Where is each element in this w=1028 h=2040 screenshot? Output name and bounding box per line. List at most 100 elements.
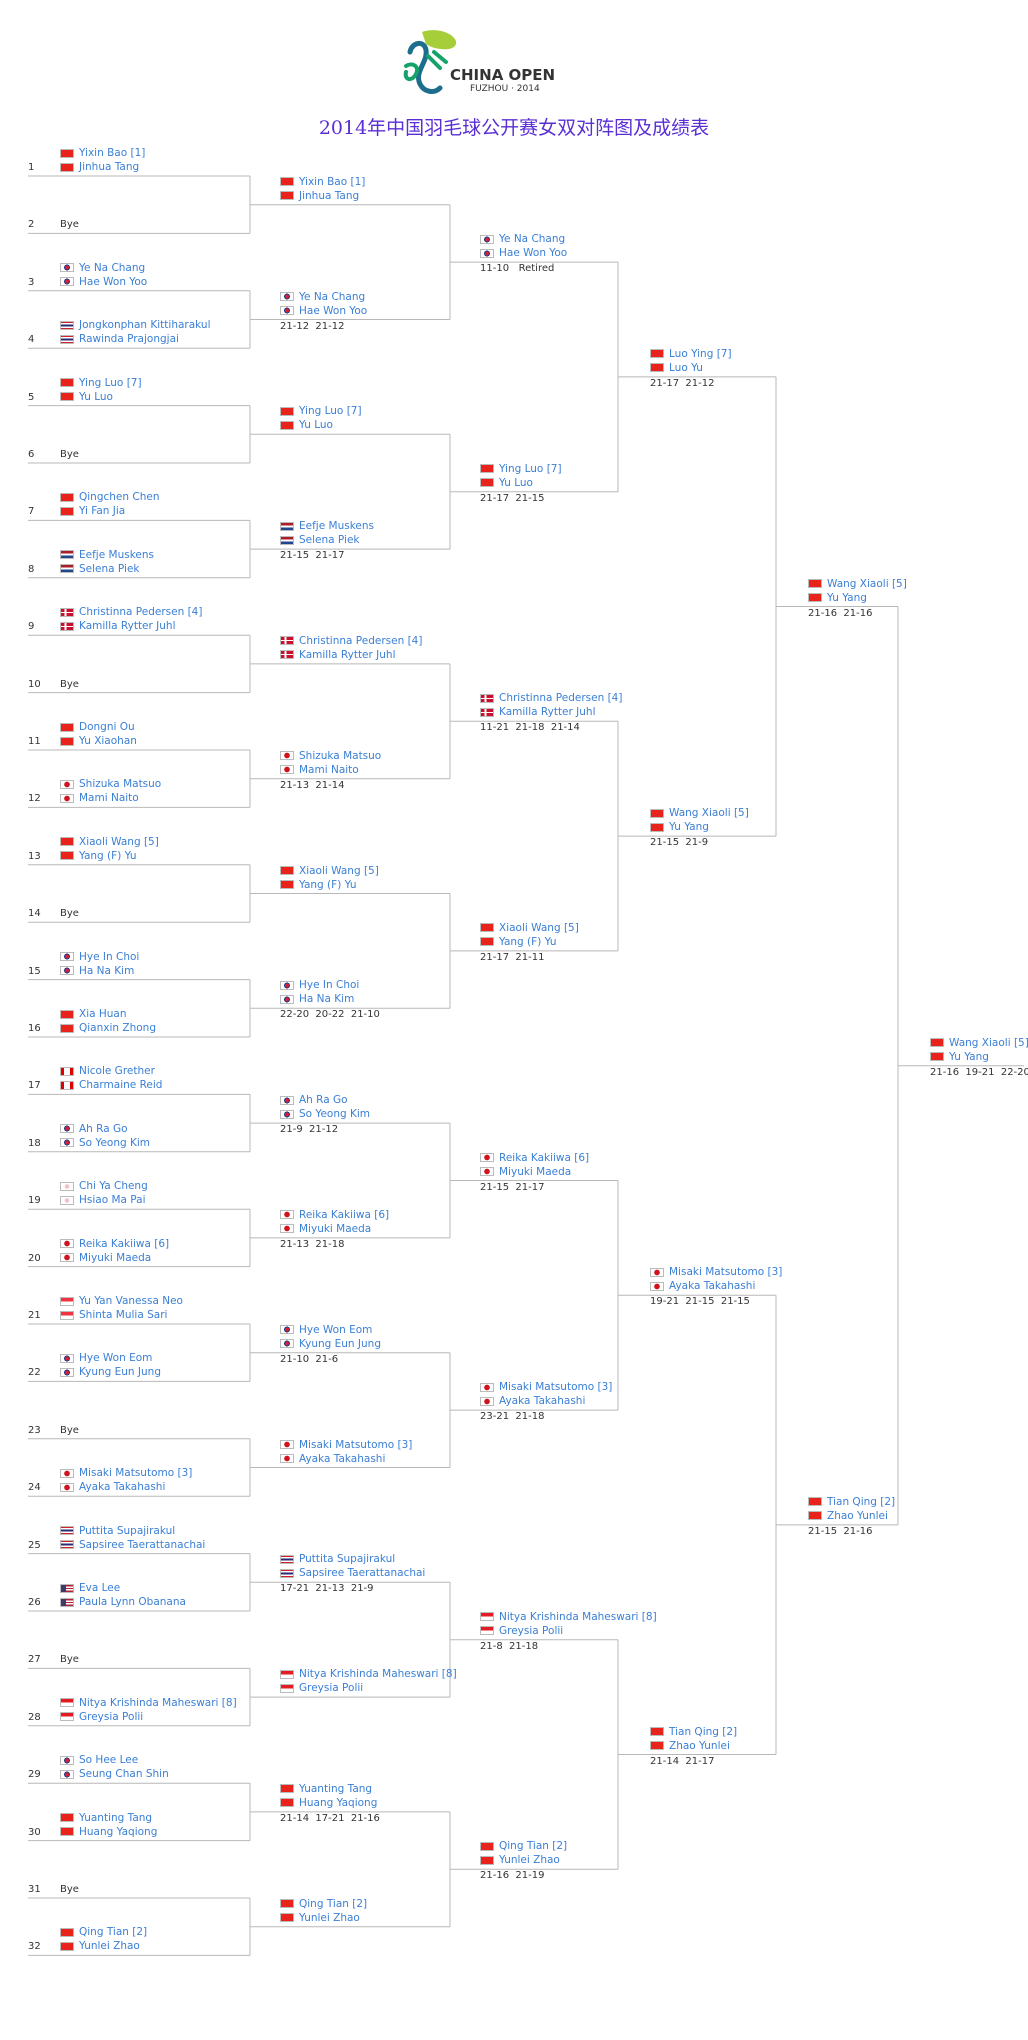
player1-name[interactable]: Xiaoli Wang [5]	[499, 921, 579, 934]
player2-name[interactable]: Sapsiree Taerattanachai	[299, 1567, 426, 1580]
player1-name[interactable]: Ying Luo [7]	[79, 376, 142, 389]
player1-name[interactable]: Xiaoli Wang [5]	[299, 864, 379, 877]
pair-slot[interactable]: Qing Tian [2]Yunlei Zhao	[60, 1925, 147, 1953]
player1-name[interactable]: Nitya Krishinda Maheswari [8]	[499, 1610, 657, 1623]
player2-name[interactable]: Ha Na Kim	[79, 964, 135, 977]
player1-name[interactable]: Qing Tian [2]	[299, 1897, 368, 1910]
player2-name[interactable]: Greysia Polii	[79, 1710, 144, 1723]
player1-name[interactable]: Yuanting Tang	[79, 1811, 153, 1824]
player1-name[interactable]: Shizuka Matsuo	[299, 749, 382, 762]
player2-name[interactable]: Yu Yang	[827, 591, 867, 604]
player2-name[interactable]: Qianxin Zhong	[79, 1022, 156, 1034]
player2-name[interactable]: Hae Won Yoo	[79, 275, 148, 288]
player1-name[interactable]: Hye Won Eom	[79, 1352, 153, 1365]
player1-name[interactable]: Yuanting Tang	[299, 1782, 373, 1795]
player1-name[interactable]: Misaki Matsutomo [3]	[499, 1381, 613, 1394]
pair-slot[interactable]: Xiaoli Wang [5]Yang (F) Yu	[280, 864, 379, 892]
player2-name[interactable]: Yunlei Zhao	[299, 1911, 360, 1924]
pair-slot[interactable]: Christinna Pedersen [4]Kamilla Rytter Ju…	[280, 634, 422, 662]
pair-slot[interactable]: Xiaoli Wang [5]Yang (F) Yu	[60, 835, 159, 863]
player2-name[interactable]: Selena Piek	[299, 534, 360, 547]
player1-name[interactable]: Nitya Krishinda Maheswari [8]	[79, 1696, 237, 1709]
player2-name[interactable]: Mami Naito	[299, 763, 359, 776]
pair-slot[interactable]: Ying Luo [7]Yu Luo	[280, 404, 362, 432]
player2-name[interactable]: Yi Fan Jia	[79, 505, 126, 518]
player1-name[interactable]: Eva Lee	[79, 1582, 121, 1594]
player2-name[interactable]: Kamilla Rytter Juhl	[79, 620, 176, 633]
pair-slot[interactable]: Yixin Bao [1]Jinhua Tang	[60, 146, 145, 174]
player2-name[interactable]: Yu Yang	[949, 1050, 989, 1063]
player1-name[interactable]: Misaki Matsutomo [3]	[79, 1467, 193, 1480]
player1-name[interactable]: Ah Ra Go	[299, 1094, 348, 1107]
player1-name[interactable]: Hye In Choi	[299, 979, 360, 992]
pair-slot[interactable]: Qing Tian [2]Yunlei Zhao	[280, 1897, 367, 1925]
player1-name[interactable]: Yu Yan Vanessa Neo	[79, 1295, 183, 1307]
player2-name[interactable]: Miyuki Maeda	[299, 1222, 372, 1235]
player2-name[interactable]: Zhao Yunlei	[669, 1739, 730, 1752]
player2-name[interactable]: Mami Naito	[79, 792, 139, 805]
player2-name[interactable]: Yang (F) Yu	[499, 935, 557, 948]
player2-name[interactable]: Yu Luo	[499, 476, 533, 489]
player1-name[interactable]: Luo Ying [7]	[669, 347, 732, 360]
player1-name[interactable]: Yixin Bao [1]	[79, 147, 146, 159]
player2-name[interactable]: Yang (F) Yu	[299, 878, 357, 891]
player2-name[interactable]: Jinhua Tang	[299, 189, 360, 202]
player1-name[interactable]: Tian Qing [2]	[669, 1725, 738, 1738]
player1-name[interactable]: Ye Na Chang	[499, 233, 566, 246]
player1-name[interactable]: Ying Luo [7]	[499, 462, 562, 475]
pair-slot[interactable]: Christinna Pedersen [4]Kamilla Rytter Ju…	[480, 691, 622, 735]
player1-name[interactable]: Puttita Supajirakul	[299, 1553, 396, 1566]
player1-name[interactable]: Eefje Muskens	[79, 548, 154, 561]
player2-name[interactable]: So Yeong Kim	[79, 1136, 151, 1149]
player1-name[interactable]: Wang Xiaoli [5]	[949, 1036, 1028, 1049]
player1-name[interactable]: So Hee Lee	[79, 1754, 139, 1767]
player2-name[interactable]: Selena Piek	[79, 562, 140, 575]
player2-name[interactable]: Yu Luo	[299, 419, 333, 432]
pair-slot[interactable]: Nitya Krishinda Maheswari [8]Greysia Pol…	[60, 1696, 237, 1724]
player1-name[interactable]: Dongni Ou	[79, 721, 135, 733]
player1-name[interactable]: Misaki Matsutomo [3]	[669, 1266, 783, 1279]
player1-name[interactable]: Wang Xiaoli [5]	[827, 577, 907, 590]
player2-name[interactable]: Greysia Polii	[299, 1682, 364, 1695]
pair-slot[interactable]: Christinna Pedersen [4]Kamilla Rytter Ju…	[60, 605, 202, 633]
player1-name[interactable]: Nicole Grether	[79, 1065, 155, 1078]
player1-name[interactable]: Ye Na Chang	[299, 290, 366, 303]
player2-name[interactable]: Ayaka Takahashi	[299, 1452, 386, 1465]
player1-name[interactable]: Yixin Bao [1]	[299, 175, 366, 188]
player2-name[interactable]: Sapsiree Taerattanachai	[79, 1538, 206, 1551]
player2-name[interactable]: Yunlei Zhao	[499, 1854, 560, 1867]
player2-name[interactable]: Hae Won Yoo	[499, 247, 568, 260]
player2-name[interactable]: Charmaine Reid	[79, 1079, 163, 1092]
player1-name[interactable]: Jongkonphan Kittiharakul	[79, 319, 211, 332]
